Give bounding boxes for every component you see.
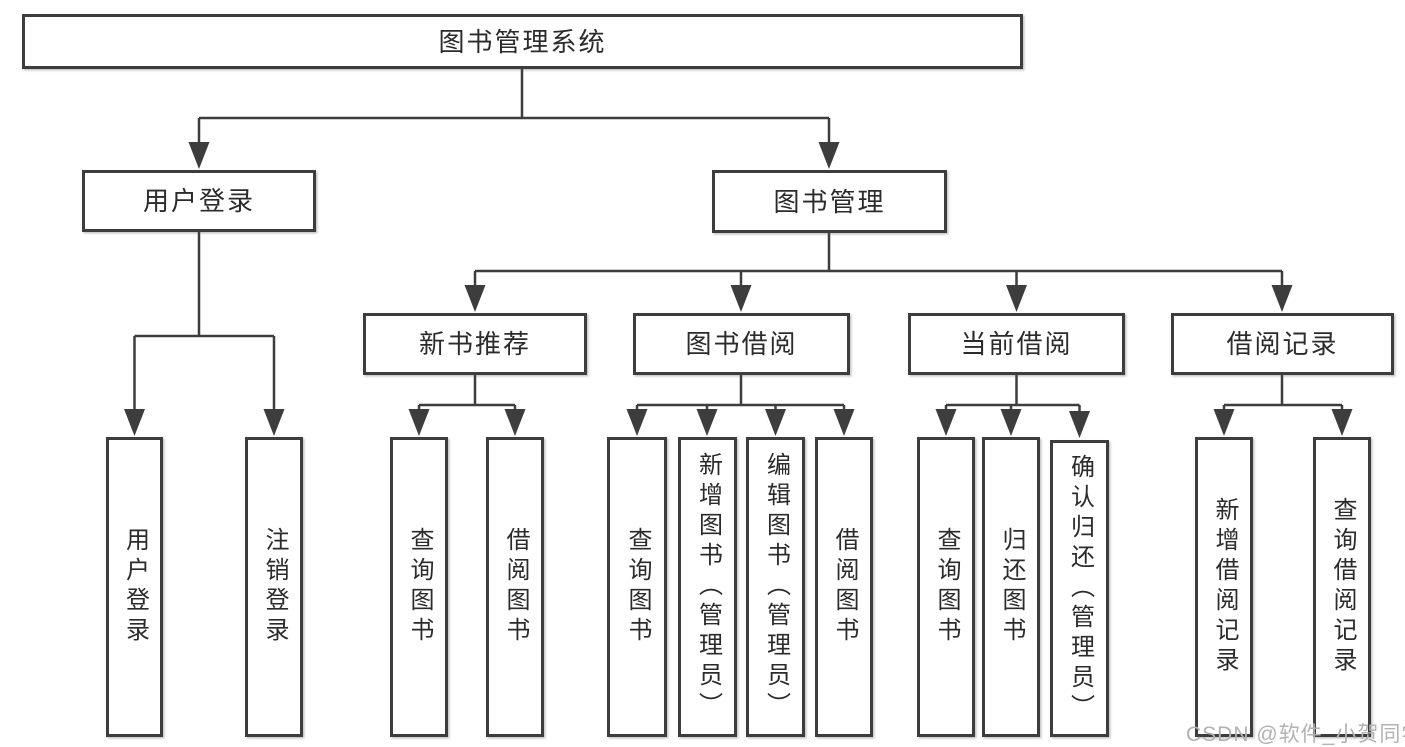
node-label: 新增借阅记录	[1211, 497, 1238, 677]
node-borrowing-records: 借阅记录	[1171, 313, 1394, 375]
node-user-login-action: 用户登录	[106, 437, 163, 737]
node-label: 归还图书	[998, 527, 1025, 647]
node-logout-action: 注销登录	[245, 437, 303, 737]
node-borrowing-add-books-admin: 新增图书（管理员）	[678, 437, 737, 737]
node-label: 新书推荐	[418, 329, 531, 359]
node-newrec-borrow-books: 借阅图书	[486, 437, 544, 737]
node-book-borrowing: 图书借阅	[633, 313, 850, 375]
node-label: 借阅图书	[831, 527, 858, 647]
node-borrowing-borrow-books: 借阅图书	[815, 437, 873, 737]
node-label: 图书管理	[773, 186, 886, 217]
node-book-management: 图书管理	[712, 170, 947, 233]
node-borrowing-edit-books-admin: 编辑图书（管理员）	[746, 437, 805, 737]
node-label: 当前借阅	[960, 329, 1073, 359]
connector-root-to-level2	[188, 69, 840, 169]
node-label: 借阅图书	[502, 527, 529, 647]
node-label: 查询图书	[406, 527, 433, 647]
node-current-borrowing: 当前借阅	[908, 313, 1125, 375]
node-label: 新增图书（管理员）	[694, 452, 722, 722]
node-label: 用户登录	[142, 186, 255, 216]
connector-book-borrowing-children	[626, 375, 855, 436]
node-label: 图书管理系统	[438, 26, 607, 57]
node-label: 查询图书	[933, 527, 960, 647]
node-current-query-books: 查询图书	[917, 437, 975, 737]
node-current-confirm-return-admin: 确认归还（管理员）	[1050, 440, 1109, 737]
node-label: 编辑图书（管理员）	[762, 452, 790, 722]
connector-new-book-recommend-children	[408, 375, 526, 436]
node-label: 查询图书	[624, 527, 651, 647]
connector-borrowing-records-children	[1213, 375, 1353, 436]
node-current-return-books: 归还图书	[982, 437, 1040, 737]
node-label: 确认归还（管理员）	[1066, 453, 1094, 724]
node-label: 用户登录	[121, 527, 149, 647]
node-records-add-borrow-record: 新增借阅记录	[1195, 437, 1253, 737]
node-borrowing-query-books: 查询图书	[607, 437, 667, 737]
node-records-query-borrow-record: 查询借阅记录	[1313, 437, 1371, 737]
node-label: 查询借阅记录	[1329, 497, 1356, 677]
node-label: 图书借阅	[685, 329, 798, 359]
connector-user-login-children	[124, 232, 285, 436]
node-new-book-recommend: 新书推荐	[363, 313, 587, 375]
csdn-watermark: CSDN @软件_小贺同学	[1186, 723, 1405, 746]
node-label: 注销登录	[261, 527, 288, 647]
node-newrec-query-books: 查询图书	[390, 437, 448, 737]
node-user-login: 用户登录	[82, 170, 316, 232]
connector-book-management-children	[464, 233, 1293, 312]
node-library-management-system: 图书管理系统	[22, 14, 1023, 69]
connector-current-borrowing-children	[935, 375, 1090, 438]
node-label: 借阅记录	[1226, 329, 1339, 359]
